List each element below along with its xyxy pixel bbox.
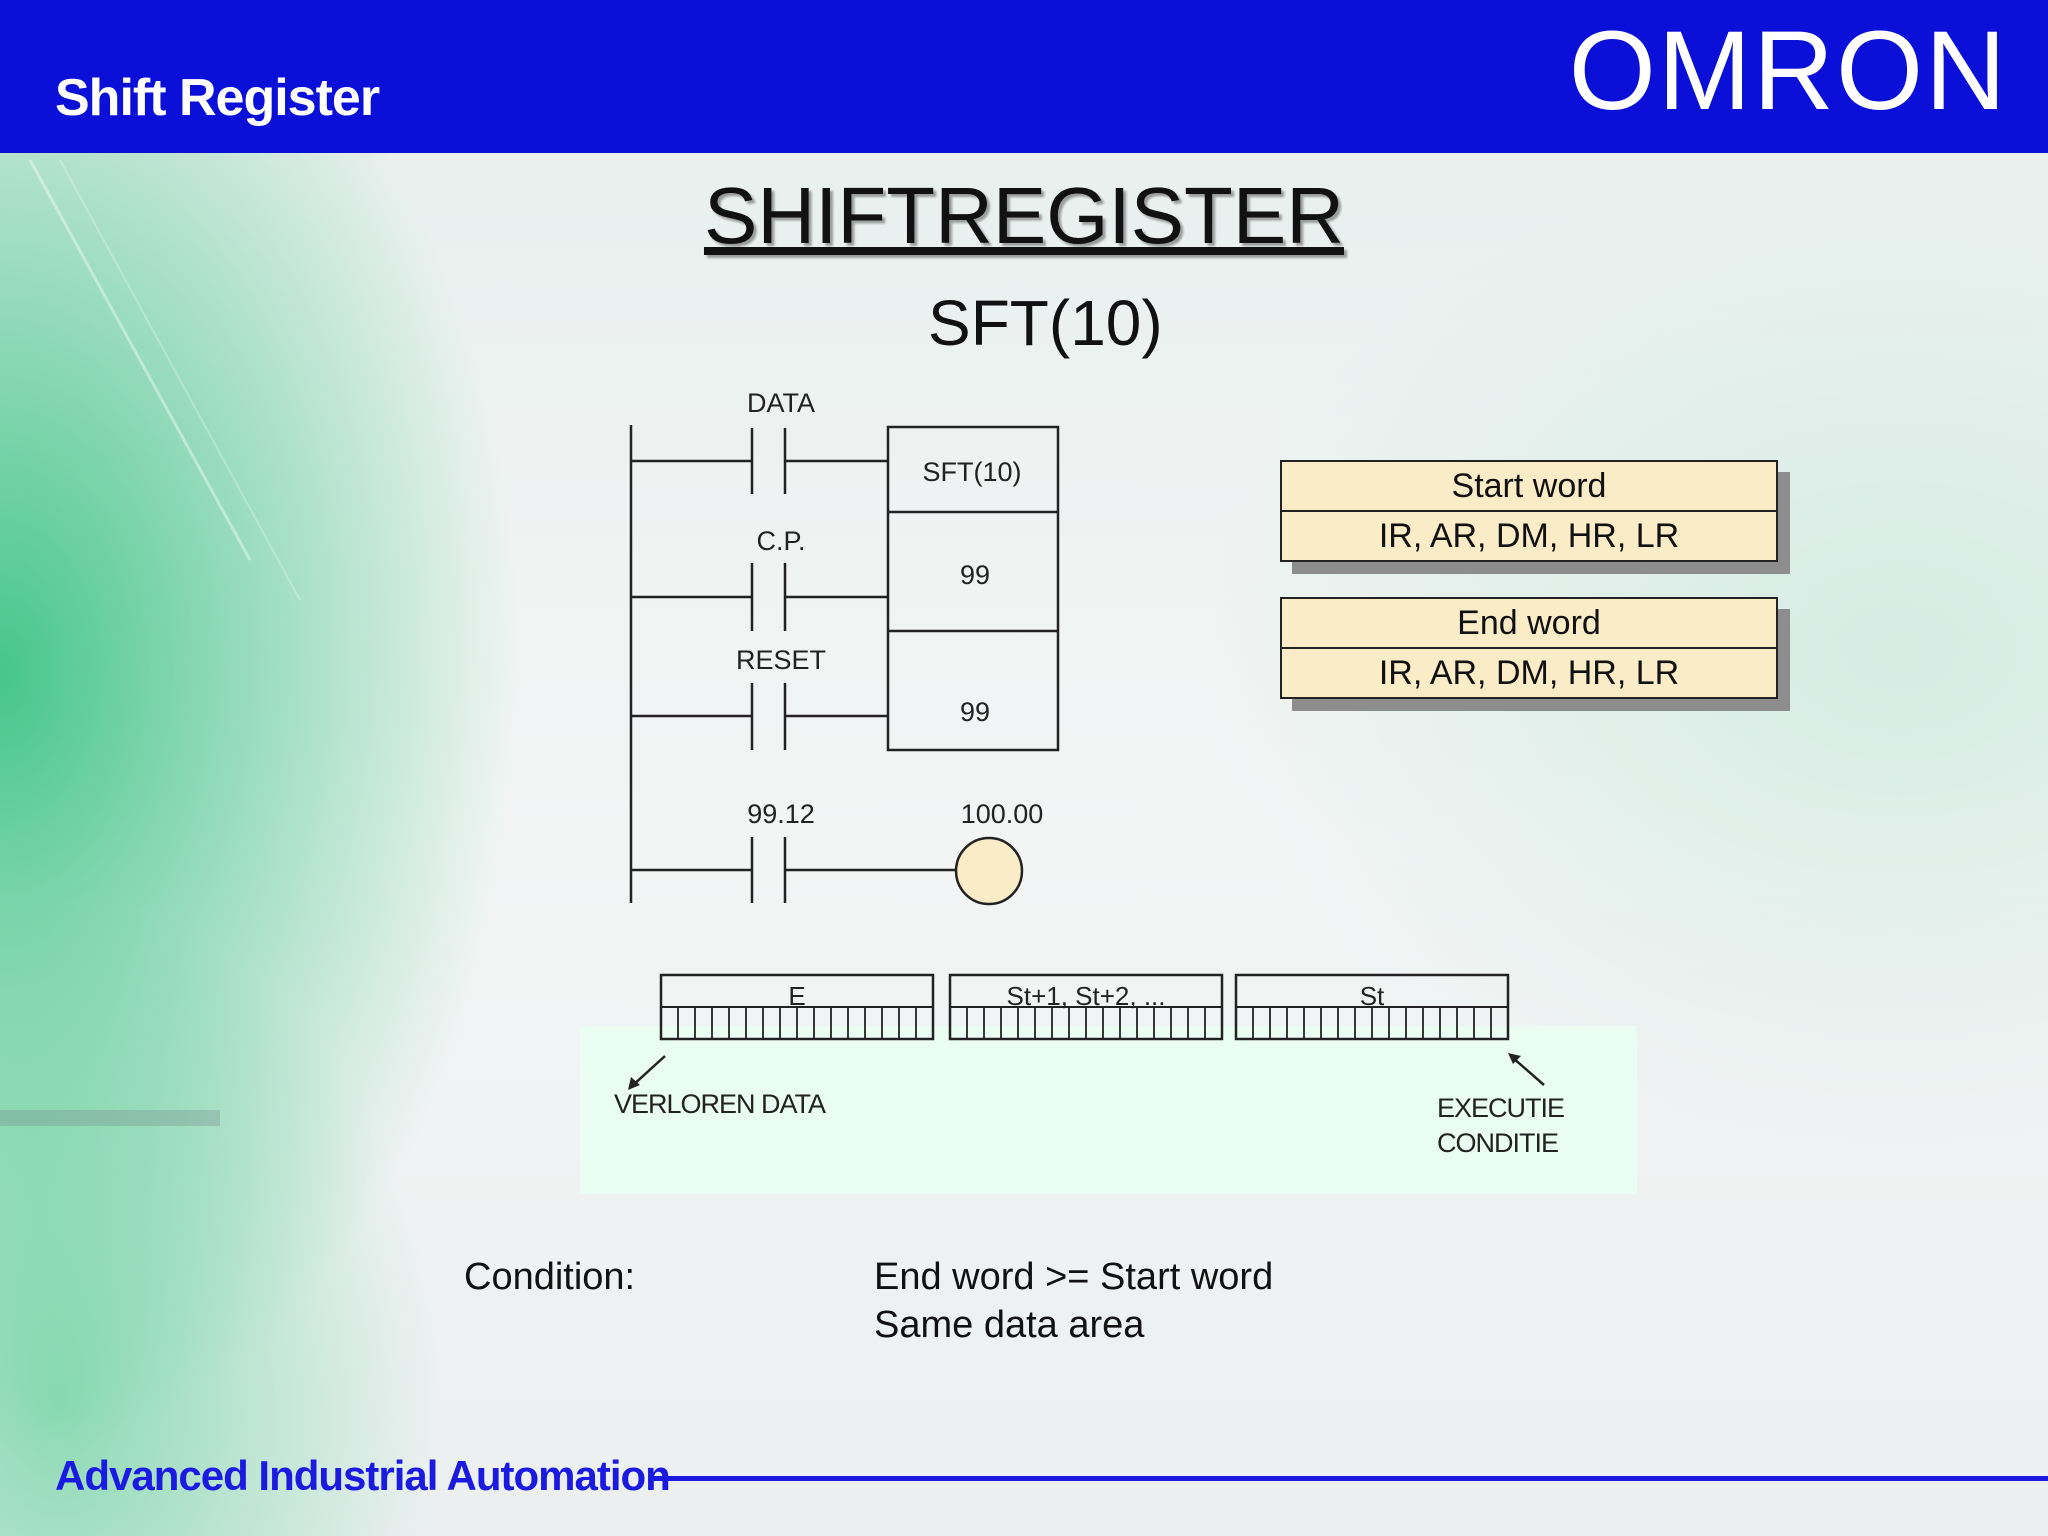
lost-data-label: VERLOREN DATA (614, 1089, 826, 1119)
contact-label-data: DATA (747, 388, 815, 418)
footer-text: Advanced Industrial Automation (55, 1452, 671, 1499)
coil-label: 100.00 (961, 799, 1044, 829)
rung-cp: C.P. (631, 526, 888, 631)
block-label-instruction: SFT(10) (922, 457, 1021, 487)
block-label-start: 99 (960, 560, 990, 590)
start-word-header: Start word (1451, 467, 1607, 505)
slide-title: SHIFTREGISTER (703, 171, 1345, 260)
end-word-areas: IR, AR, DM, HR, LR (1282, 647, 1776, 697)
rung-data: DATA (631, 388, 888, 494)
register-word: St (1234, 973, 1510, 1041)
start-word-areas: IR, AR, DM, HR, LR (1282, 510, 1776, 560)
execution-label-line1: EXECUTIE (1437, 1093, 1564, 1123)
register-word-label: St (1360, 981, 1385, 1011)
slide-subtitle: SFT(10) (928, 287, 1163, 359)
header-bar: Shift Register OMRON (0, 0, 2048, 153)
contact-label-reset: RESET (736, 645, 826, 675)
register-word-label: E (788, 981, 805, 1011)
register-word-label: St+1, St+2, ... (1007, 981, 1166, 1011)
contact-label-9912: 99.12 (747, 799, 815, 829)
execution-arrow (1511, 1056, 1545, 1086)
header-title: Shift Register (55, 69, 380, 127)
rung-output: 99.12 100.00 (631, 799, 1044, 906)
register-word: St+1, St+2, ... (948, 973, 1224, 1041)
register-diagram: E St+1, St+2, ... St VERLOREN DATA EXECUTI… (580, 973, 1637, 1194)
footer-rule (650, 1476, 2048, 1481)
block-label-end: 99 (960, 697, 990, 727)
background-decoration (0, 159, 301, 1126)
rung-reset: RESET (631, 645, 888, 750)
end-word-header: End word (1457, 604, 1601, 642)
condition-line-2: Same data area (874, 1304, 1145, 1346)
start-word-box: Start word IR, AR, DM, HR, LR (1280, 460, 1778, 562)
output-coil (954, 836, 1024, 906)
background (0, 153, 2048, 1536)
lost-data-arrow (631, 1055, 666, 1087)
condition-line-1: End word >= Start word (874, 1256, 1274, 1298)
register-word: E (659, 973, 935, 1041)
brand-logo: OMRON (1568, 8, 2008, 133)
execution-label-line2: CONDITIE (1437, 1128, 1558, 1158)
condition-label: Condition: (464, 1256, 636, 1298)
sft-instruction-block: SFT(10) 99 99 (886, 425, 1060, 752)
end-word-box: End word IR, AR, DM, HR, LR (1280, 597, 1778, 699)
contact-label-cp: C.P. (756, 526, 805, 556)
register-panel (580, 1026, 1637, 1194)
